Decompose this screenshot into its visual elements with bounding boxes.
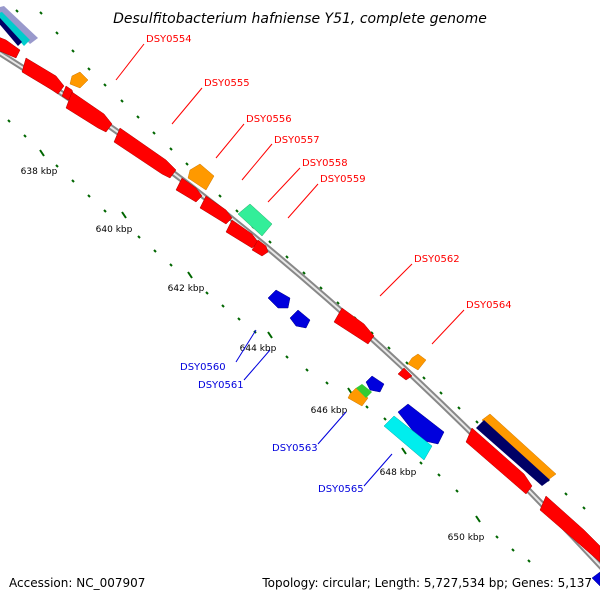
- gene-dsy0558: [199, 195, 233, 225]
- gene-red-lower-1: [465, 427, 533, 495]
- label-dsy0563: DSY0563: [272, 443, 318, 454]
- topology-text: Topology: circular; Length: 5,727,534 bp…: [261, 576, 592, 590]
- gene-dsy0559b: [251, 239, 269, 257]
- forward-gene-labels: [115, 43, 465, 345]
- label-dsy0556: DSY0556: [246, 114, 292, 125]
- gene-dsy0561: [289, 309, 311, 329]
- kbp-label-650: 650 kbp: [448, 533, 485, 543]
- label-dsy0558: DSY0558: [302, 158, 348, 169]
- label-dsy0555: DSY0555: [204, 78, 250, 89]
- teal-feature: [237, 203, 273, 237]
- green-feature: [356, 384, 372, 398]
- orange-3: [407, 353, 427, 371]
- gene-dsy0556: [113, 127, 177, 179]
- gene-dsy0557: [175, 177, 203, 203]
- gene-dsy0553: [0, 37, 21, 59]
- gene-dsy0560: [267, 289, 291, 309]
- gene-edge-blue: [591, 571, 600, 587]
- gene-dsy0554: [21, 57, 65, 95]
- gene-red-lower-2: [539, 495, 600, 563]
- gene-dsy0563: [365, 375, 385, 393]
- kbp-label-646: 646 kbp: [311, 406, 348, 416]
- gene-dsy0564: [397, 367, 413, 381]
- kbp-label-638: 638 kbp: [21, 167, 58, 177]
- navy-band: [476, 420, 550, 486]
- orange-2: [187, 163, 215, 191]
- reverse-gene-labels: [235, 329, 393, 487]
- label-dsy0561: DSY0561: [198, 380, 244, 391]
- label-dsy0564: DSY0564: [466, 300, 512, 311]
- kbp-label-648: 648 kbp: [380, 468, 417, 478]
- corner-feature: [0, 6, 38, 46]
- label-dsy0565: DSY0565: [318, 484, 364, 495]
- kbp-label-640: 640 kbp: [96, 225, 133, 235]
- forward-genes: [0, 37, 600, 563]
- orange-1: [69, 71, 89, 89]
- map-title: Desulfitobacterium hafniense Y51, comple…: [113, 11, 487, 27]
- label-dsy0559: DSY0559: [320, 174, 366, 185]
- reverse-genes: [267, 289, 600, 587]
- accession-text: Accession: NC_007907: [9, 576, 145, 590]
- cyan-feature: [383, 415, 433, 461]
- orange-features: [69, 71, 557, 481]
- inner-tick-track: [7, 119, 531, 563]
- gene-dsy0562: [333, 307, 375, 345]
- label-dsy0554: DSY0554: [146, 34, 192, 45]
- kbp-label-644: 644 kbp: [240, 344, 277, 354]
- orange-4: [347, 387, 369, 407]
- label-dsy0557: DSY0557: [274, 135, 320, 146]
- gene-dsy0555: [65, 91, 113, 133]
- label-dsy0562: DSY0562: [414, 254, 460, 265]
- label-dsy0560: DSY0560: [180, 362, 226, 373]
- kbp-label-642: 642 kbp: [168, 284, 205, 294]
